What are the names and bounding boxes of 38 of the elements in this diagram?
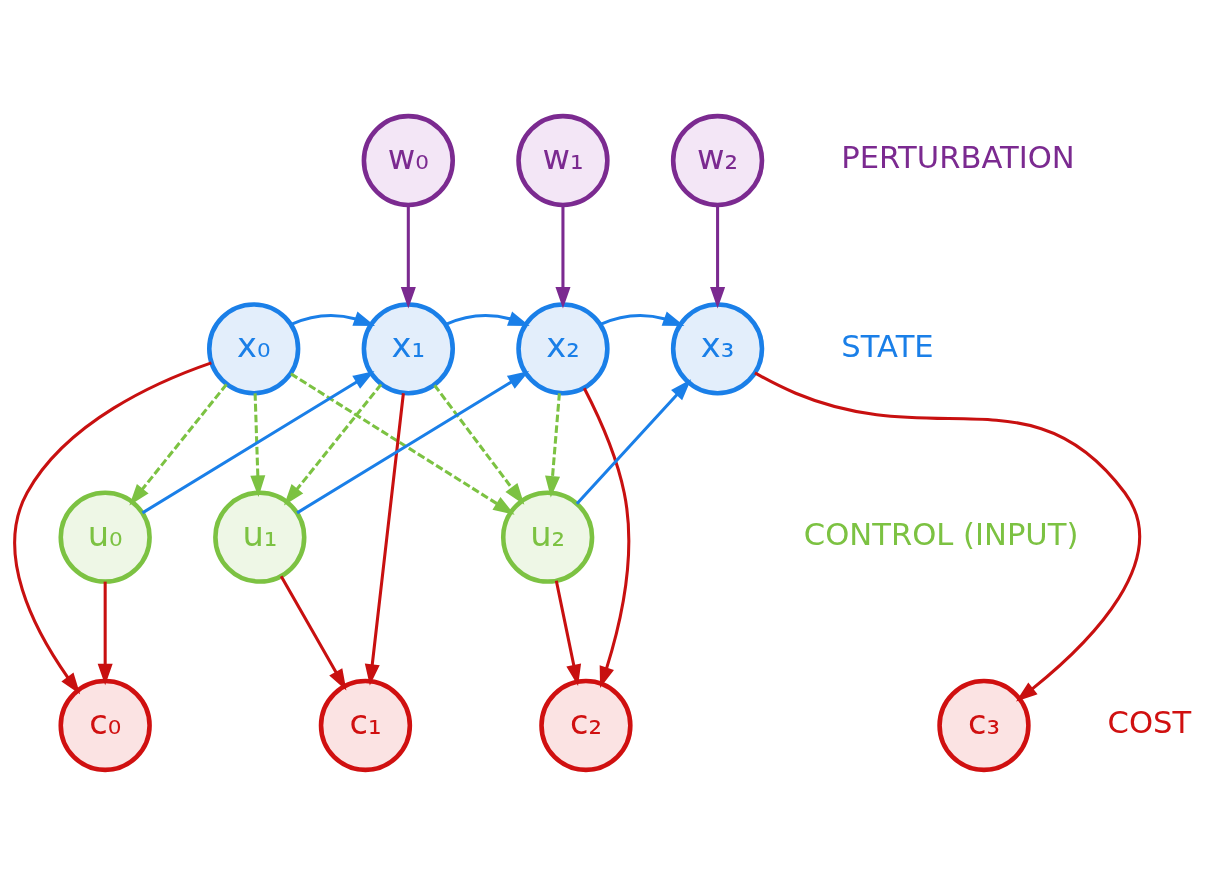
node-circle: c₀ — [58, 678, 152, 773]
arrow — [283, 383, 383, 506]
arrow — [141, 371, 375, 515]
node-circle: x₂ — [516, 302, 610, 396]
arrow — [754, 371, 1141, 702]
node-circle: w₁ — [516, 113, 610, 208]
arrow — [433, 384, 525, 505]
label: CONTROL (INPUT) — [803, 516, 1079, 552]
label: STATE — [841, 328, 934, 364]
node-circle: w₀ — [361, 113, 455, 208]
node-circle: u₁ — [213, 490, 307, 584]
arrow — [13, 361, 212, 695]
node-circle: c₂ — [539, 678, 633, 773]
arrow — [290, 311, 376, 326]
arrow — [554, 580, 582, 686]
node-circle: w₂ — [670, 113, 765, 208]
arrow — [279, 575, 347, 691]
label: PERTURBATION — [841, 140, 1075, 176]
label: COST — [1107, 705, 1192, 741]
arrow — [400, 205, 416, 309]
arrow — [250, 393, 266, 497]
arrow — [710, 205, 726, 309]
arrow — [364, 393, 405, 686]
arrow — [129, 383, 228, 506]
node-circle: u₀ — [58, 490, 152, 584]
node-circle: c₁ — [318, 678, 413, 773]
arrow — [97, 581, 113, 686]
arrow — [545, 393, 561, 498]
node-circle: u₂ — [500, 490, 595, 584]
arrow — [445, 311, 530, 326]
node-circle: x₀ — [207, 302, 301, 396]
arrow — [599, 311, 685, 326]
node-circle: x₁ — [361, 302, 455, 396]
arrow — [575, 379, 692, 505]
node-circle: x₃ — [670, 302, 765, 396]
arrow — [582, 387, 631, 689]
arrow — [555, 205, 571, 309]
node-circle: c₃ — [937, 678, 1031, 773]
